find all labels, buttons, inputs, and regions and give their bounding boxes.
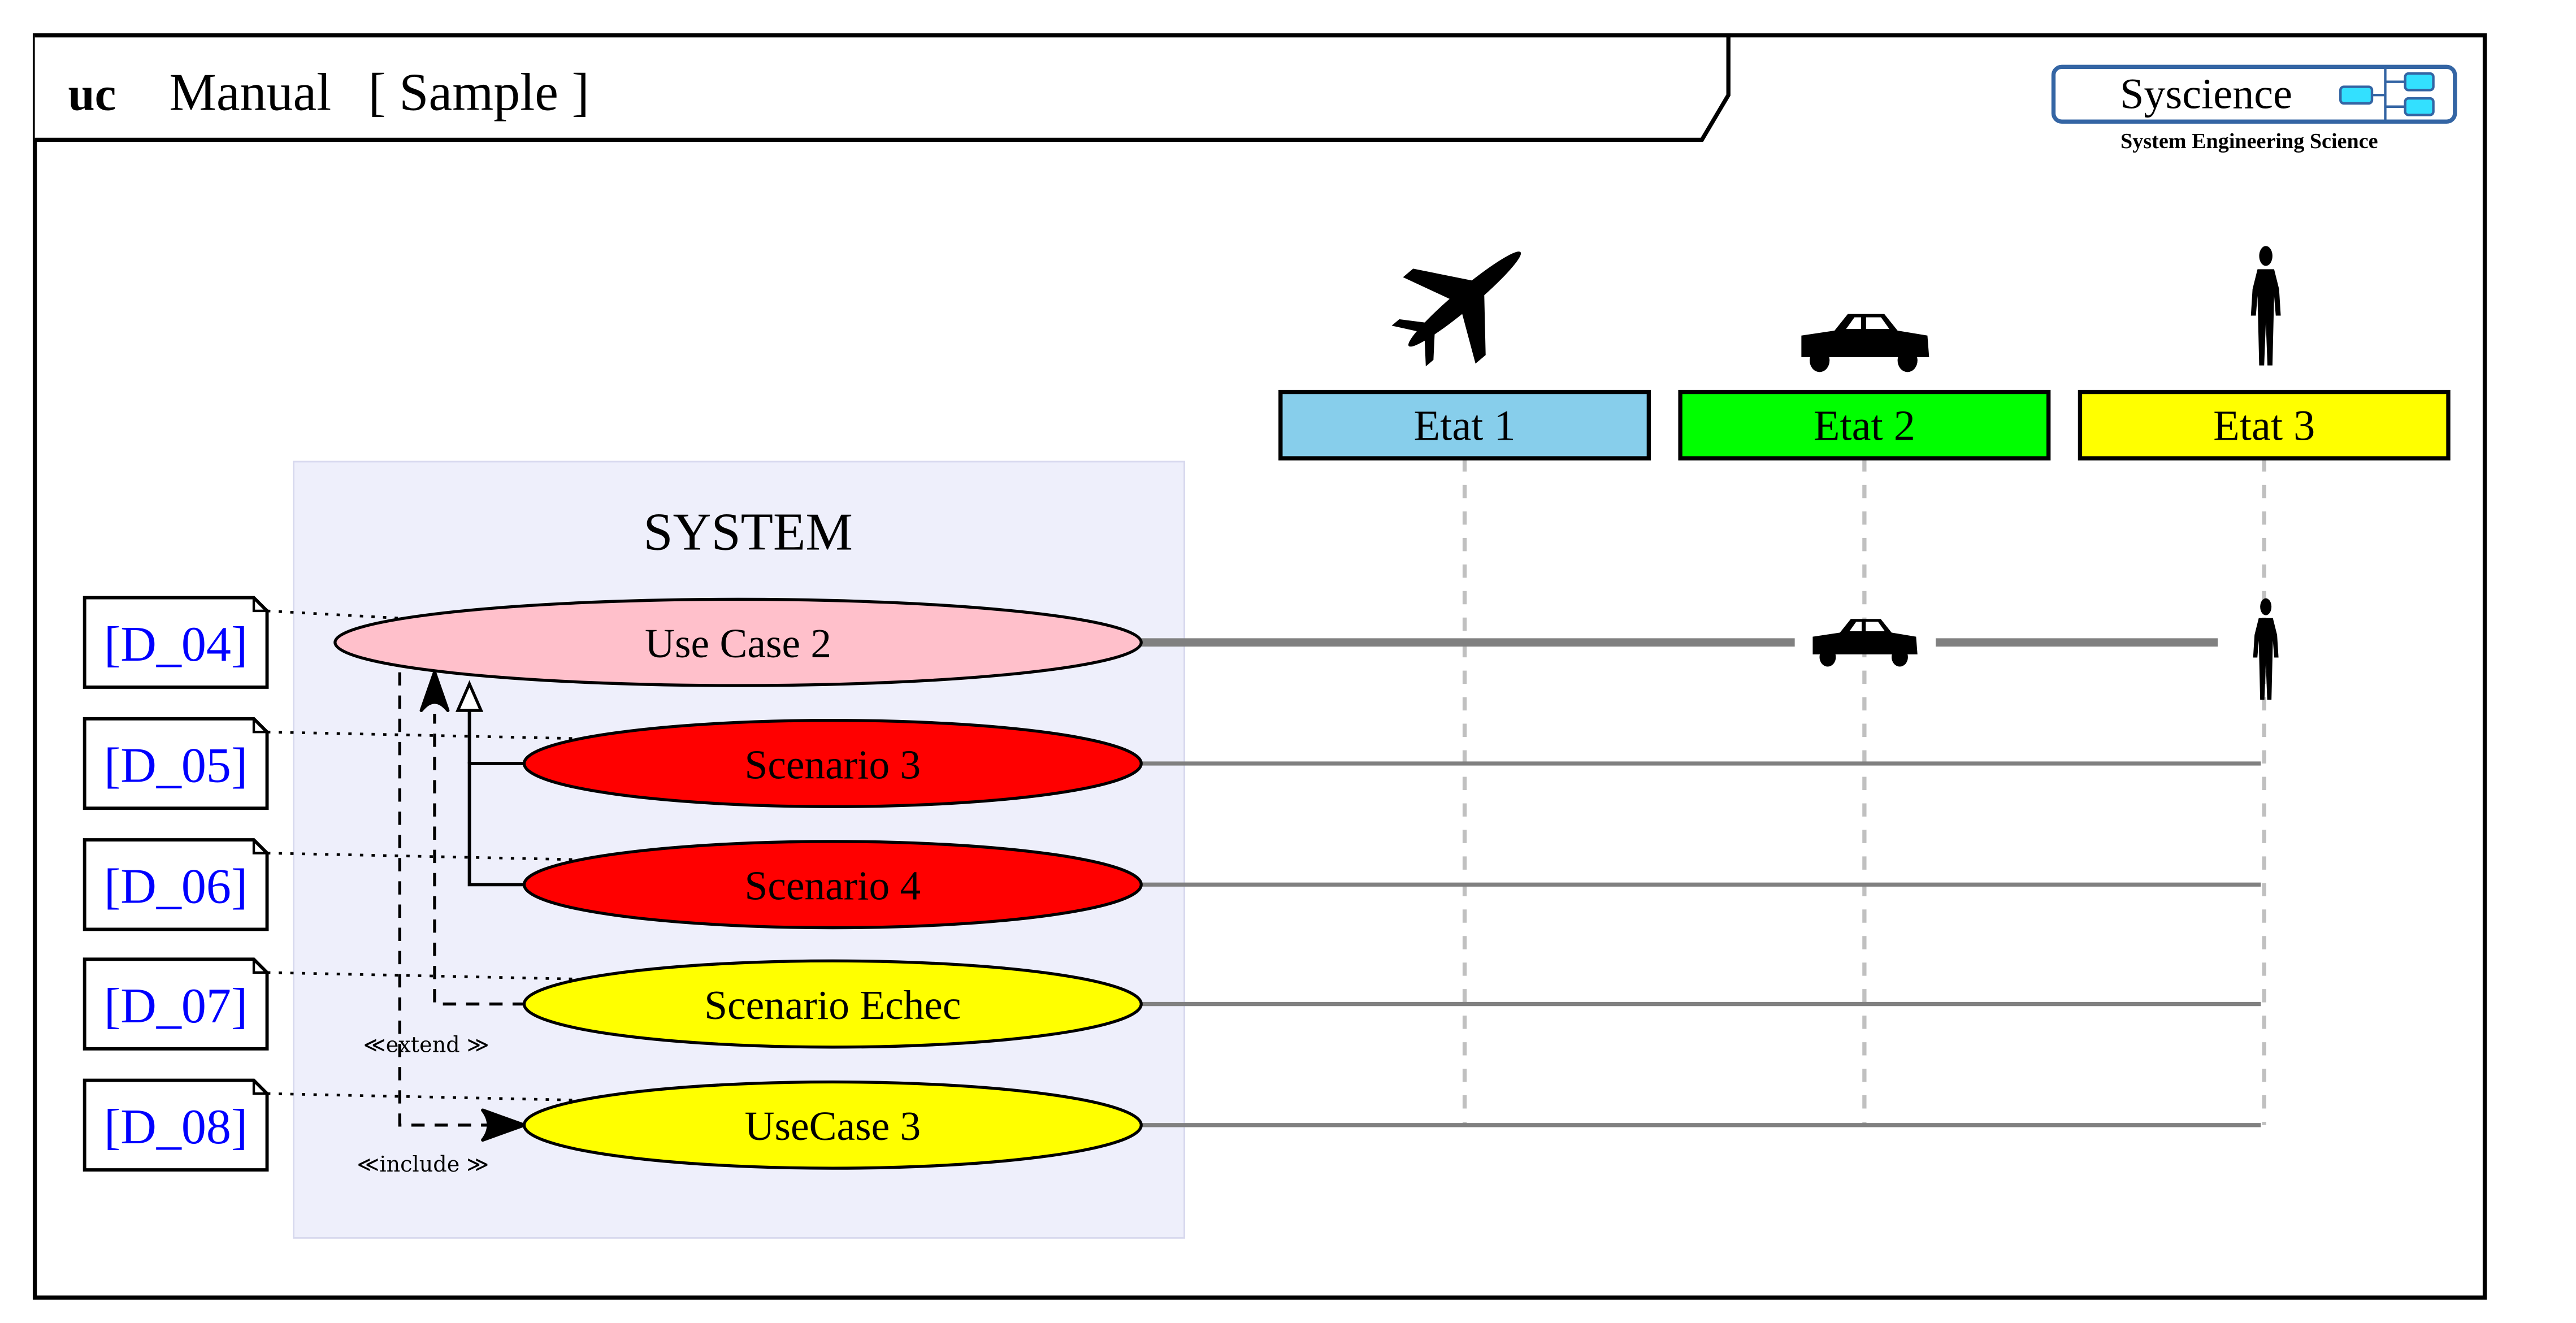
use-case-ellipse [522,959,1143,1049]
use-case-ellipse [333,597,1143,687]
use-case-ellipse [522,840,1143,930]
system-label: SYSTEM [643,502,853,561]
use-case-label: Scenario Echec [704,982,961,1028]
airplane-icon [1391,251,1521,367]
use-case-label: Scenario 4 [745,863,921,909]
logo-border [2051,64,2457,124]
requirement-note[interactable]: [D_06] [83,838,269,931]
extend-line [433,713,526,1006]
state-label: Etat 3 [2213,402,2315,450]
state-label: Etat 1 [1414,402,1516,450]
note-box [83,596,269,689]
use-case-label: Use Case 2 [645,621,831,666]
note-label: [D_04] [104,617,248,672]
requirement-notes: [D_04] [D_05] [D_06] [D_07] [D_08] [83,596,269,1172]
use-case-label: UseCase 3 [744,1103,921,1149]
requirement-note[interactable]: [D_08] [83,1078,269,1172]
use-case-ellipse [522,719,1143,808]
note-label: [D_08] [104,1100,248,1155]
use-case[interactable]: Use Case 2 [333,597,1143,687]
requirement-note[interactable]: [D_05] [83,717,269,810]
note-corner-fold [252,1080,267,1095]
timeline-person-marker-icon [2253,598,2279,700]
use-cases: Use Case 2 Scenario 3 Scenario 4 Scenario E… [333,597,1143,1170]
frame-kind-label: uc [68,68,116,121]
state-boxes: Etat 1 Etat 2 Etat 3 [1278,389,2451,461]
state-box: Etat 2 [1678,389,2051,461]
state-lifelines [1462,458,2266,1125]
include-line [398,672,498,1127]
note-box [83,717,269,810]
requirement-note[interactable]: [D_07] [83,957,269,1051]
timelines [1141,638,2261,1127]
include-arrowhead-icon [481,1108,526,1142]
note-corner-fold [252,718,267,734]
car-icon [1801,314,1929,372]
requirement-note[interactable]: [D_04] [83,596,269,689]
state-box-rect [1678,389,2051,461]
generalization-line [467,762,526,887]
note-corner-fold [252,597,267,613]
frame-subtitle: [ Sample ] [368,63,589,122]
note-label: [D_06] [104,860,248,914]
state-box: Etat 3 [2078,389,2451,461]
note-box [83,838,269,931]
frame-title: Manual [169,63,331,122]
use-case[interactable]: Scenario 4 [522,840,1143,930]
logo-brand: Syscience [2120,70,2292,118]
syscience-logo: Syscience System Engineering Science [2051,64,2457,153]
use-case[interactable]: Scenario Echec [522,959,1143,1049]
state-label: Etat 2 [1814,402,1915,450]
relationships: ≪extend ≫ ≪include ≫ [357,670,526,1177]
person-icon [2250,246,2281,366]
timeline-car-marker-icon [1812,619,1918,667]
extend-label: ≪extend ≫ [363,1033,489,1057]
note-box [83,957,269,1051]
logo-tagline: System Engineering Science [2120,129,2378,153]
logo-blocks-icon [2339,72,2435,116]
note-label: [D_07] [104,979,248,1034]
note-box [83,1078,269,1172]
frame-header-tab [34,33,1731,142]
state-box-rect [2078,389,2451,461]
use-case[interactable]: UseCase 3 [522,1080,1143,1170]
use-case[interactable]: Scenario 3 [522,719,1143,808]
use-case-ellipse [522,1080,1143,1170]
use-case-label: Scenario 3 [745,741,921,787]
state-box: Etat 1 [1278,389,1651,461]
note-corner-fold [252,959,267,974]
generalization-arrowhead-icon [456,680,484,712]
extend-arrowhead-icon [419,670,450,713]
state-box-rect [1278,389,1651,461]
note-corner-fold [252,840,267,854]
include-label: ≪include ≫ [357,1152,489,1177]
note-label: [D_05] [104,738,248,793]
